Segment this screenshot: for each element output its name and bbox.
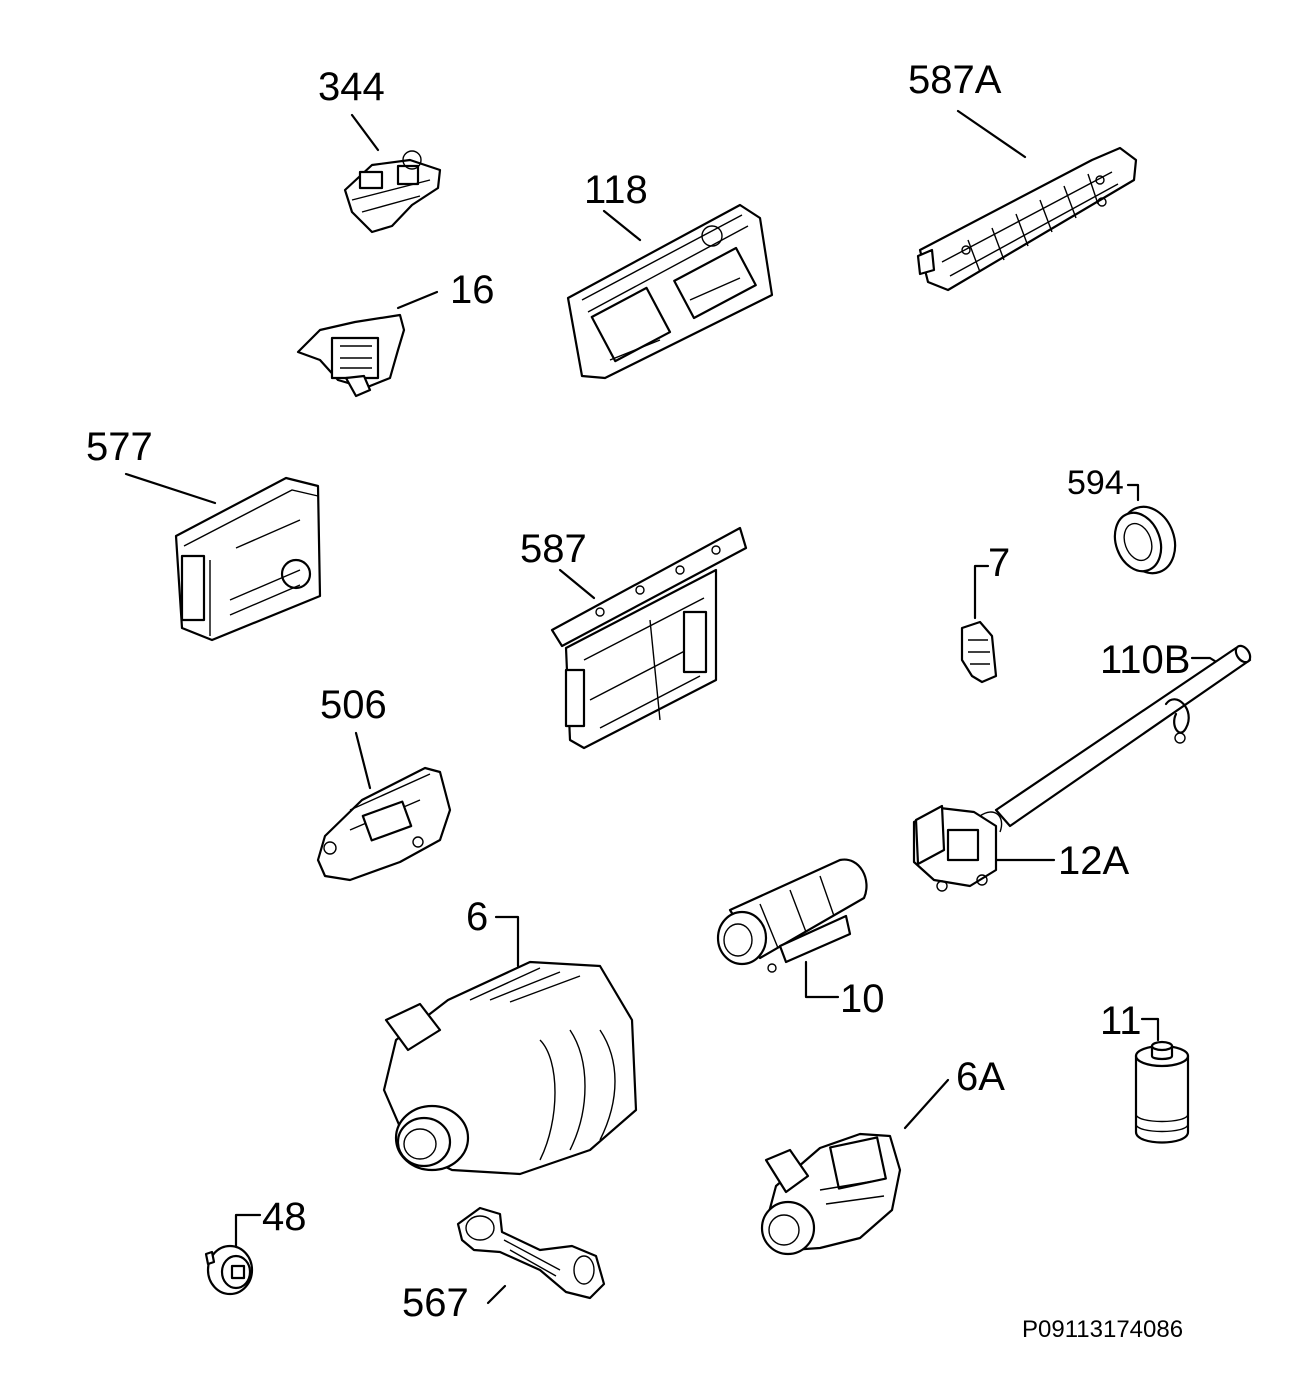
part-11-drawing	[1134, 1040, 1190, 1144]
part-506[interactable]: 506	[316, 683, 452, 882]
part-110B[interactable]: 110B	[994, 638, 1253, 828]
part-6A-drawing	[760, 1132, 902, 1256]
part-110B-drawing	[994, 644, 1252, 828]
part-48[interactable]: 48	[204, 1195, 307, 1296]
part-344-drawing	[343, 150, 442, 234]
part-587A[interactable]: 587A	[908, 58, 1138, 292]
part-344[interactable]: 344	[318, 65, 442, 234]
part-12A-drawing	[912, 804, 1003, 892]
part-567-drawing	[456, 1206, 606, 1300]
part-587A-drawing	[916, 146, 1138, 292]
callout-6A: 6A	[956, 1055, 1005, 1099]
part-7[interactable]: 7	[960, 541, 1010, 684]
part-118-drawing	[566, 203, 774, 380]
callout-16: 16	[450, 268, 495, 312]
part-587-drawing	[550, 526, 748, 750]
part-11[interactable]: 11	[1100, 999, 1190, 1144]
part-506-drawing	[316, 766, 452, 882]
callout-10: 10	[840, 977, 885, 1021]
callout-594: 594	[1067, 464, 1124, 502]
callout-48: 48	[262, 1195, 307, 1239]
callout-577: 577	[86, 425, 153, 469]
part-577[interactable]: 577	[86, 425, 322, 642]
part-16[interactable]: 16	[296, 268, 495, 398]
part-6A[interactable]: 6A	[760, 1055, 1005, 1256]
callout-7: 7	[988, 541, 1010, 585]
callout-6: 6	[466, 895, 488, 939]
part-587[interactable]: 587	[520, 526, 748, 750]
callout-344: 344	[318, 65, 385, 109]
callout-587: 587	[520, 527, 587, 571]
part-48-drawing	[204, 1244, 254, 1296]
drawing-code: P09113174086	[1022, 1316, 1183, 1343]
part-10-drawing	[716, 858, 868, 973]
part-567[interactable]: 567	[402, 1206, 606, 1325]
part-6[interactable]: 6	[382, 895, 638, 1176]
callout-118: 118	[584, 168, 648, 212]
part-577-drawing	[174, 476, 322, 642]
part-6-drawing	[382, 960, 638, 1176]
callout-506: 506	[320, 683, 387, 727]
callout-12A: 12A	[1058, 839, 1129, 883]
part-7-drawing	[960, 620, 998, 684]
part-594-drawing	[1113, 505, 1177, 575]
part-118[interactable]: 118	[566, 168, 774, 380]
callout-110B: 110B	[1100, 638, 1190, 682]
part-12A[interactable]: 12A	[912, 804, 1129, 892]
callout-567: 567	[402, 1281, 469, 1325]
callout-587A: 587A	[908, 58, 1002, 102]
part-594[interactable]: 594	[1067, 464, 1184, 581]
part-10[interactable]: 10	[716, 858, 885, 1021]
callout-11: 11	[1100, 999, 1142, 1043]
part-16-drawing	[296, 313, 406, 398]
